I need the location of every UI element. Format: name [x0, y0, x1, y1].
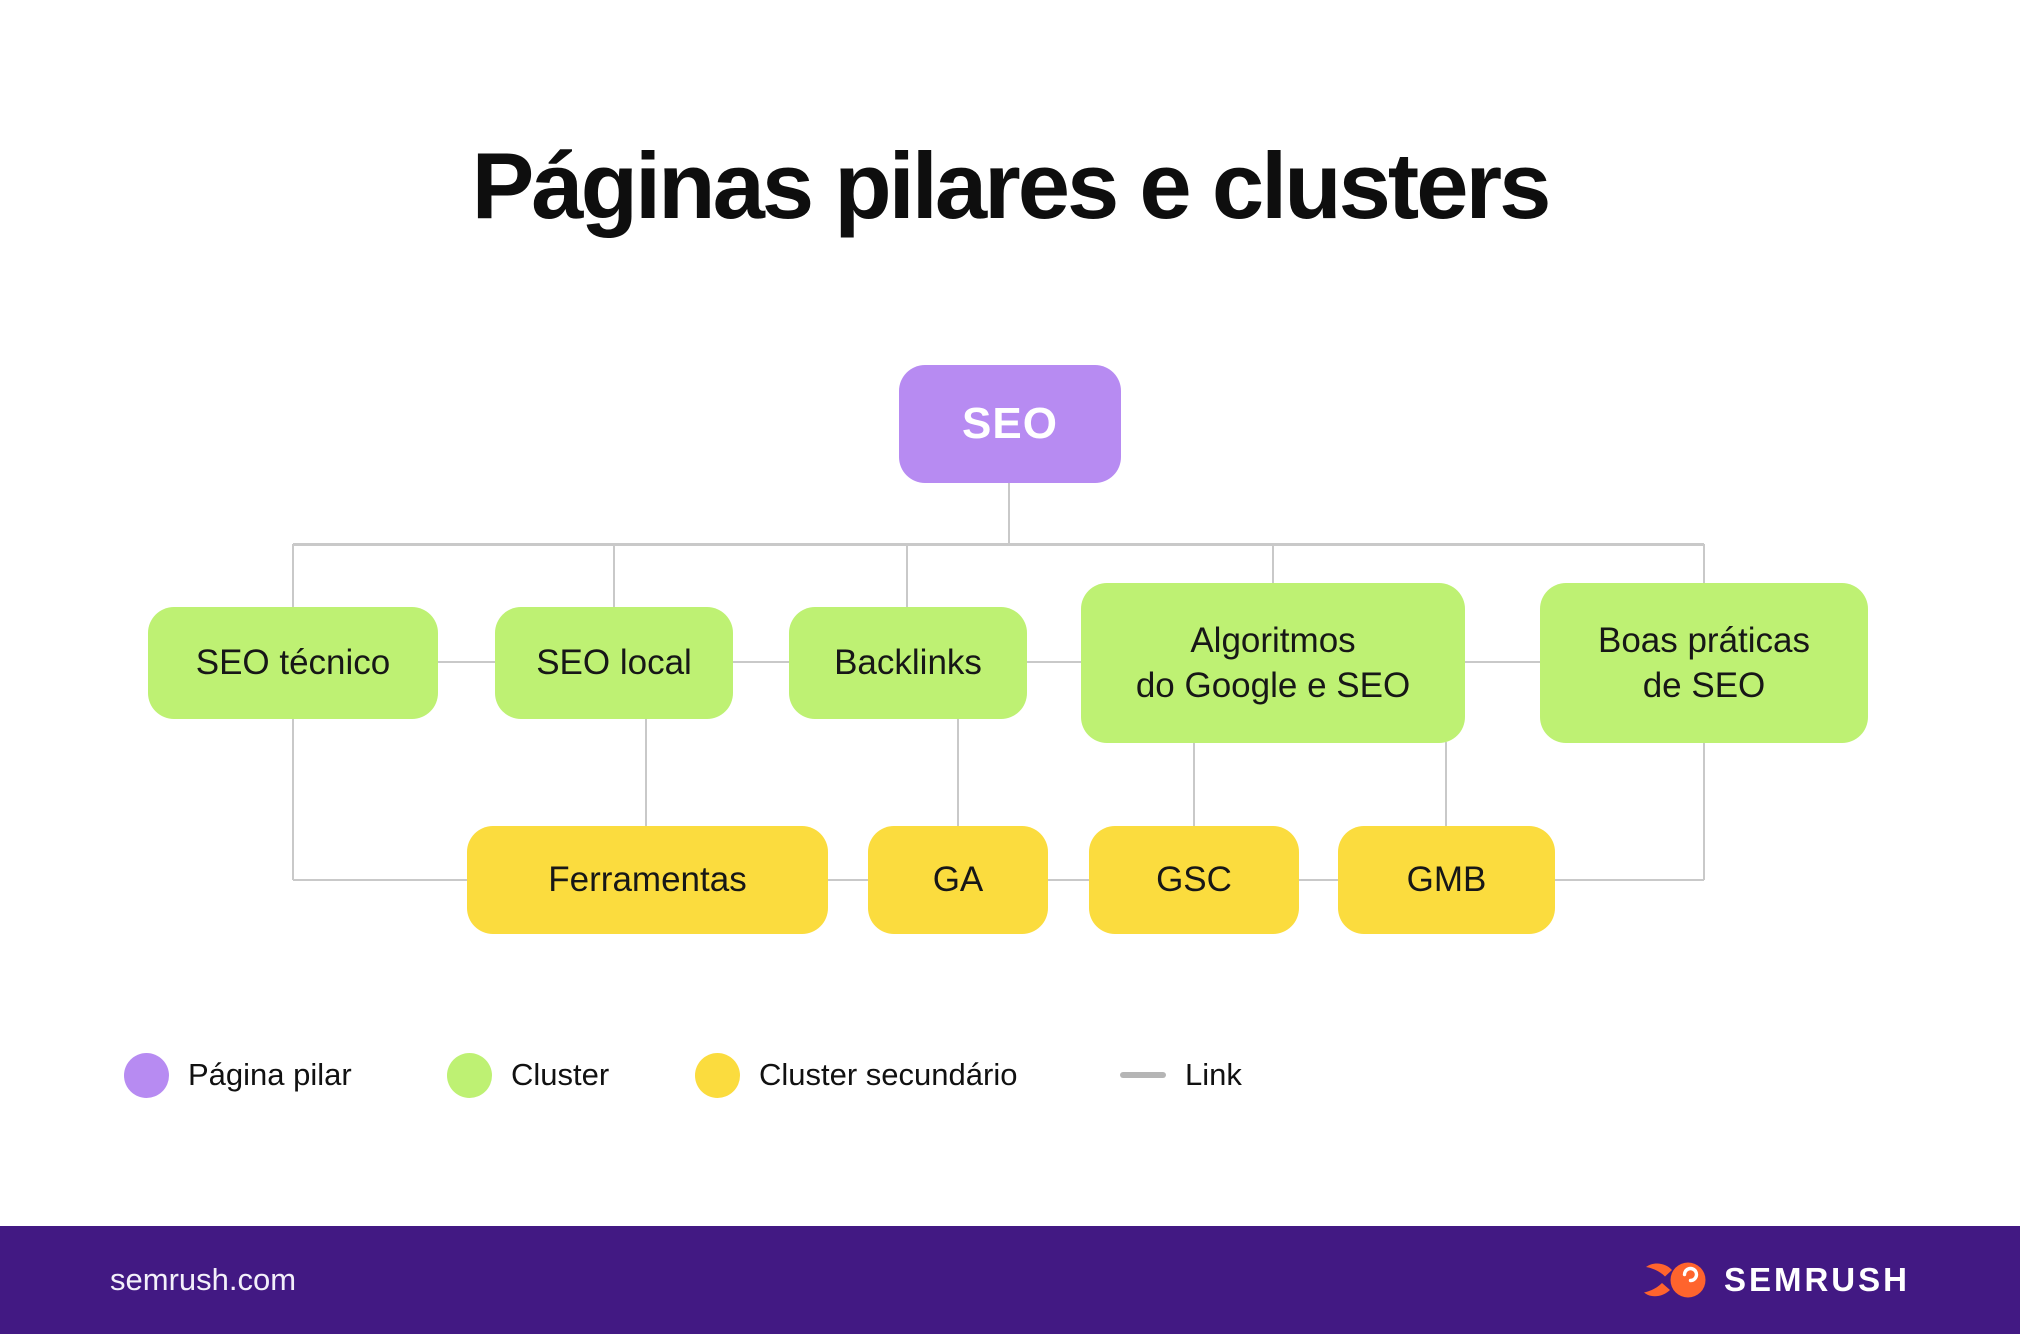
- connector-line: [613, 544, 615, 609]
- connector-line: [293, 879, 467, 881]
- connector-line: [1703, 544, 1705, 585]
- legend-item-pillar: Página pilar: [124, 1052, 352, 1098]
- connector-line: [645, 718, 647, 827]
- node-algoritmos-google-seo: Algoritmos do Google e SEO: [1081, 583, 1465, 743]
- connector-line: [1026, 661, 1082, 663]
- connector-line: [733, 661, 790, 663]
- page-title: Páginas pilares e clusters: [471, 133, 1552, 238]
- connector-line: [906, 544, 908, 609]
- connector-line: [438, 661, 496, 663]
- footer-url: semrush.com: [110, 1262, 297, 1297]
- legend-label: Cluster: [511, 1057, 610, 1092]
- connector-line: [1445, 742, 1447, 827]
- legend-label: Link: [1185, 1057, 1242, 1092]
- legend-item-secondary: Cluster secundário: [695, 1052, 1017, 1098]
- connector-line: [957, 718, 959, 827]
- node-seo: SEO: [899, 365, 1121, 483]
- legend-item-cluster: Cluster: [447, 1052, 609, 1098]
- legend-label: Cluster secundário: [759, 1057, 1018, 1092]
- node-gmb: GMB: [1338, 826, 1555, 934]
- connector-line: [1703, 742, 1705, 880]
- connector-line: [1008, 483, 1010, 546]
- node-gsc: GSC: [1089, 826, 1299, 934]
- legend-swatch-cluster: [447, 1052, 492, 1098]
- node-backlinks: Backlinks: [789, 607, 1027, 719]
- node-seo-tecnico: SEO técnico: [148, 607, 438, 719]
- connector-line: [1048, 879, 1090, 881]
- connector-line: [1272, 544, 1274, 585]
- connector-line: [1298, 879, 1339, 881]
- node-boas-praticas-seo: Boas práticas de SEO: [1540, 583, 1868, 743]
- connector-line: [828, 879, 869, 881]
- connector-line: [292, 718, 294, 880]
- legend-swatch-line: [1120, 1072, 1166, 1078]
- node-ferramentas: Ferramentas: [467, 826, 828, 934]
- connector-line: [293, 542, 1704, 546]
- connector-line: [1554, 879, 1704, 881]
- node-ga: GA: [868, 826, 1048, 934]
- legend-label: Página pilar: [188, 1057, 352, 1092]
- legend-swatch-secondary: [695, 1052, 740, 1098]
- legend-item-line: Link: [1120, 1052, 1242, 1098]
- connector-line: [292, 544, 294, 609]
- node-seo-local: SEO local: [495, 607, 733, 719]
- semrush-flame-icon: [1643, 1262, 1706, 1298]
- connector-line: [1193, 742, 1195, 827]
- semrush-wordmark: SEMRUSH: [1723, 1261, 1910, 1298]
- connector-line: [1465, 661, 1541, 663]
- legend-swatch-pillar: [124, 1052, 169, 1098]
- footer-bar: semrush.com SEMRUSH: [0, 1226, 2020, 1334]
- semrush-logo: SEMRUSH: [1643, 1260, 1910, 1300]
